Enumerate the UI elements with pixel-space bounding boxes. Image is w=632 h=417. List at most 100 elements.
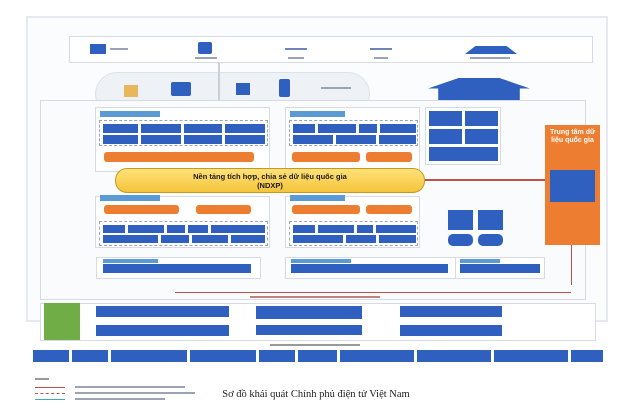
diagram-block [448, 234, 473, 246]
diagram-block [359, 124, 377, 133]
quadrant-title-bar [100, 195, 160, 201]
quadrant-top-left [95, 107, 270, 172]
diagram-block [346, 235, 376, 243]
diagram-block [380, 124, 416, 133]
diagram-block [35, 387, 65, 388]
diagram-block [376, 225, 416, 233]
diagram-block [465, 111, 498, 126]
data-box-3 [455, 257, 545, 279]
diagram-block [103, 135, 138, 144]
diagram-block [460, 259, 500, 263]
diagram-caption: Sơ đồ khái quát Chính phủ điện tử Việt N… [222, 389, 410, 400]
diagram-block [417, 350, 492, 362]
diagram-block [429, 111, 462, 126]
diagram-block [318, 124, 356, 133]
diagram-block [460, 264, 540, 273]
government-building-icon [465, 46, 517, 54]
diagram-block [103, 264, 251, 273]
org-icon-2 [370, 48, 392, 50]
diagram-block [379, 135, 416, 144]
security-green-box [44, 303, 80, 340]
citizen-label [110, 48, 128, 50]
mobile-icon [279, 79, 290, 97]
diagram-block [110, 350, 187, 362]
diagram-block [256, 325, 362, 335]
monitor-icon [236, 83, 250, 95]
infrastructure-label [250, 296, 380, 298]
diagram-block [75, 392, 195, 394]
diagram-block [357, 225, 373, 233]
integration-platform-bar [104, 152, 254, 162]
diagram-block [103, 225, 125, 233]
diagram-block [192, 235, 228, 243]
data-box-1 [96, 257, 261, 279]
diagram-block [141, 124, 181, 133]
databases-group [445, 196, 505, 248]
national-data-center: Trung tâm dữ liệu quốc gia [545, 125, 600, 245]
diagram-block [293, 235, 343, 243]
integration-platform-bar [292, 152, 360, 162]
business-label [195, 57, 217, 59]
channel-label [321, 87, 351, 89]
infrastructure-link [175, 292, 571, 293]
diagram-block [336, 135, 376, 144]
ndxp-platform: Nền tảng tích hợp, chia sẻ dữ liệu quốc … [115, 168, 425, 193]
diagram-block [291, 259, 351, 263]
service-group [289, 120, 418, 146]
diagram-block [400, 306, 502, 317]
security-label [270, 344, 360, 346]
diagram-block [293, 124, 315, 133]
diagram-block [128, 225, 164, 233]
diagram-block [33, 350, 69, 362]
portal-icon [171, 82, 191, 96]
email-icon [124, 85, 138, 97]
org-icon [285, 48, 307, 50]
diagram-block [448, 210, 473, 230]
diagram-block [75, 398, 165, 400]
diagram-block [189, 350, 256, 362]
vertical-connector [218, 63, 220, 118]
service-group [99, 120, 268, 146]
national-data-center-label: Trung tâm dữ liệu quốc gia [549, 129, 596, 144]
data-center-inner-box [550, 170, 595, 202]
diagram-block [96, 306, 229, 317]
legend [35, 378, 235, 408]
diagram-block [429, 147, 498, 161]
diagram-block [75, 386, 185, 388]
diagram-block [231, 235, 265, 243]
diagram-block [161, 235, 189, 243]
diagram-block [318, 225, 354, 233]
diagram-block [35, 378, 49, 380]
diagram-block [256, 306, 362, 319]
service-group [99, 221, 268, 246]
diagram-block [167, 225, 185, 233]
diagram-block [400, 325, 502, 336]
diagram-block [571, 350, 603, 362]
diagram-block [225, 135, 265, 144]
government-label [470, 57, 510, 59]
diagram-block [188, 225, 208, 233]
diagram-block [184, 135, 222, 144]
datacenter-link [571, 245, 572, 285]
diagram-block: Nền tảng tích hợp, chia sẻ dữ liệu quốc … [193, 172, 347, 190]
quadrant-title-bar [100, 111, 160, 117]
diagram-block [494, 350, 569, 362]
actors-row [69, 36, 593, 63]
diagram-block [340, 350, 415, 362]
diagram-block [35, 393, 65, 394]
lgsp-bar [366, 152, 412, 162]
diagram-block [103, 235, 158, 243]
ndxp-label: Nền tảng tích hợp, chia sẻ dữ liệu quốc … [193, 171, 347, 181]
diagram-block [465, 129, 498, 144]
diagram-block [478, 210, 503, 230]
org-label-2 [374, 57, 388, 59]
diagram-block [291, 264, 448, 273]
integration-platform-bar [292, 205, 360, 214]
diagram-block [71, 350, 108, 362]
diagram-block [211, 225, 265, 233]
ndxp-to-datacenter-link [425, 179, 545, 181]
diagram-block [35, 399, 65, 400]
citizen-icon [90, 44, 106, 54]
diagram-block [293, 135, 333, 144]
